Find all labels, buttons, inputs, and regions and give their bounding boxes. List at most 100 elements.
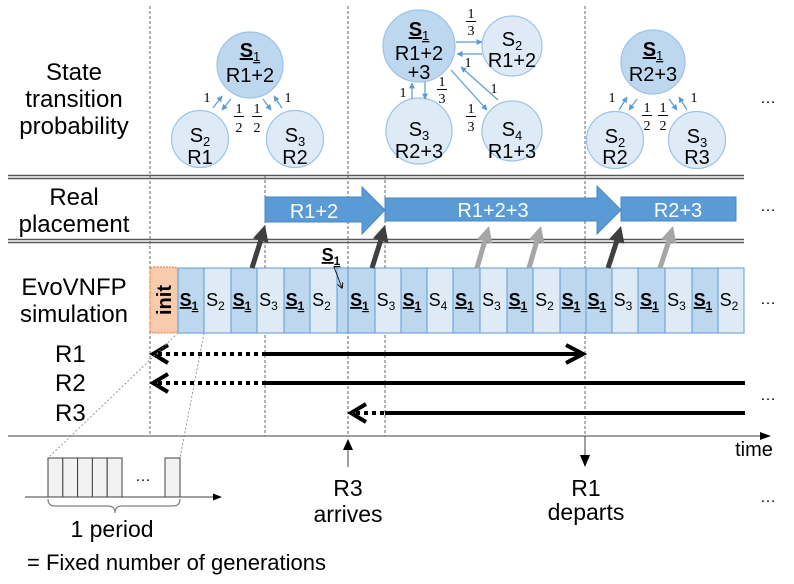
arrowhead-right-icon	[565, 343, 588, 365]
period-brace	[47, 498, 181, 514]
row-label-line: transition	[25, 86, 122, 113]
generation-cell	[336, 267, 349, 334]
row-label-line: probability	[19, 113, 128, 140]
transition-arrow	[628, 98, 638, 111]
generation-state: S2	[535, 290, 554, 313]
generation-block	[47, 457, 64, 498]
generation-state: S1	[455, 290, 474, 313]
separator-bottom	[8, 238, 744, 244]
transition-arrow	[212, 95, 223, 109]
transition-probability: 1	[285, 91, 292, 106]
transition-arrow	[450, 69, 488, 111]
generation-cell: S3	[374, 267, 402, 334]
pointer-label: S1	[322, 245, 341, 268]
generation-cell-box	[336, 267, 349, 334]
generation-state: S2	[720, 290, 739, 313]
generation-state: S1	[694, 290, 713, 313]
generation-cell-box	[347, 267, 376, 334]
state-node-s4	[481, 100, 543, 162]
period-inset: … 1 period = Fixed number of generations	[25, 332, 326, 575]
generation-state: S3	[377, 290, 396, 313]
generation-cell: S2	[532, 267, 561, 334]
generation-state: S1	[403, 290, 422, 313]
state-node-placement: R2	[602, 147, 628, 169]
state-node-placement: R1+2	[395, 43, 443, 65]
state-node-placement: R3	[684, 147, 710, 169]
row-label-line: placement	[19, 211, 130, 238]
generation-cell: S3	[611, 267, 639, 334]
init-label: init	[154, 285, 176, 315]
generation-cell: S1	[283, 267, 311, 334]
inset-axis-arrowhead-icon	[213, 493, 222, 501]
transition-probability: 1	[465, 56, 472, 71]
row-label-line: EvoVNFP	[21, 274, 126, 301]
generation-state: S3	[667, 290, 686, 313]
generation-state: S4	[429, 290, 448, 313]
generation-cell: S1	[691, 267, 719, 334]
state-node-s2	[585, 110, 645, 170]
fraction-denominator: 3	[468, 120, 475, 135]
generation-cell-box	[506, 267, 534, 334]
transition-arrow	[460, 66, 499, 101]
partial-generation-pointer: S1	[322, 245, 342, 288]
transition-probability-fraction: 1 2	[642, 101, 652, 134]
transition-probability-fraction: 1 3	[466, 102, 476, 135]
state-node-s3	[385, 97, 453, 165]
arrow-down-icon	[580, 455, 590, 467]
generation-cell: S1	[400, 267, 428, 334]
transition-probability: 1	[204, 91, 211, 106]
state-node-id: S2	[605, 126, 626, 150]
generation-cell-box	[230, 267, 258, 334]
pointer-arrow	[333, 266, 342, 288]
event-r3-arrives: R3 arrives	[313, 439, 383, 527]
state-node-s2	[170, 109, 230, 169]
generation-cell: S2	[203, 267, 232, 334]
fraction-numerator: 1	[254, 102, 261, 117]
generation-cell-box	[309, 267, 338, 334]
generation-state: S1	[562, 290, 581, 313]
state-node-s1	[620, 29, 686, 95]
fraction-numerator: 1	[439, 75, 446, 90]
state-diagram-period-2: S1 R1+2 +3 S2 R1+2 S3 R2+3 S4 R1+3 1 3 1…	[382, 7, 543, 165]
fraction-numerator: 1	[468, 7, 475, 22]
transition-arrow	[221, 98, 232, 111]
state-node-s1	[216, 31, 284, 99]
state-node-id: S2	[502, 29, 523, 53]
real-placement-r1-2-3: R1+2+3	[384, 184, 622, 236]
state-node-s3	[667, 110, 727, 170]
generation-block	[62, 457, 79, 498]
generation-cell: S1	[452, 267, 481, 334]
generation-cell: S2	[309, 267, 338, 334]
placement-label: R1+2	[290, 201, 338, 223]
generation-cell-box	[374, 267, 402, 334]
fraction-numerator: 1	[236, 102, 243, 117]
request-label-r3: R3	[55, 400, 86, 427]
generation-cell-box	[611, 267, 639, 334]
state-node-s1	[382, 9, 456, 83]
generation-cell-box	[426, 267, 454, 334]
generation-cell: S2	[717, 267, 745, 334]
state-node-id: S1	[240, 40, 261, 64]
generation-block	[91, 457, 108, 498]
transition-probability: 1	[691, 91, 698, 106]
placement-update-arrow	[526, 226, 545, 269]
state-node-id: S1	[643, 39, 664, 63]
ellipsis-request-rows: …	[760, 387, 776, 404]
generation-cell-box	[177, 267, 205, 334]
state-diagram-period-1: S1 R1+2 S2 R1 S3 R2 1 1 2 1 2 1	[170, 31, 325, 169]
state-diagram-period-3: S1 R2+3 S2 R2 S3 R3 1 1 2 1 2 1	[585, 29, 727, 170]
state-node-id: S2	[190, 125, 211, 149]
state-node-id: S4	[502, 119, 523, 143]
generation-cell-box	[203, 267, 232, 334]
transition-probability: 1	[491, 82, 498, 97]
transition-probability-fraction: 1 2	[658, 101, 668, 134]
ellipsis-simulation-row: …	[760, 291, 776, 308]
separator-top	[8, 174, 744, 180]
state-node-id: S3	[285, 125, 306, 149]
generation-state: S3	[614, 290, 633, 313]
request-label-r2: R2	[55, 370, 86, 397]
generation-cell: S3	[664, 267, 693, 334]
state-node-s2	[481, 15, 543, 77]
